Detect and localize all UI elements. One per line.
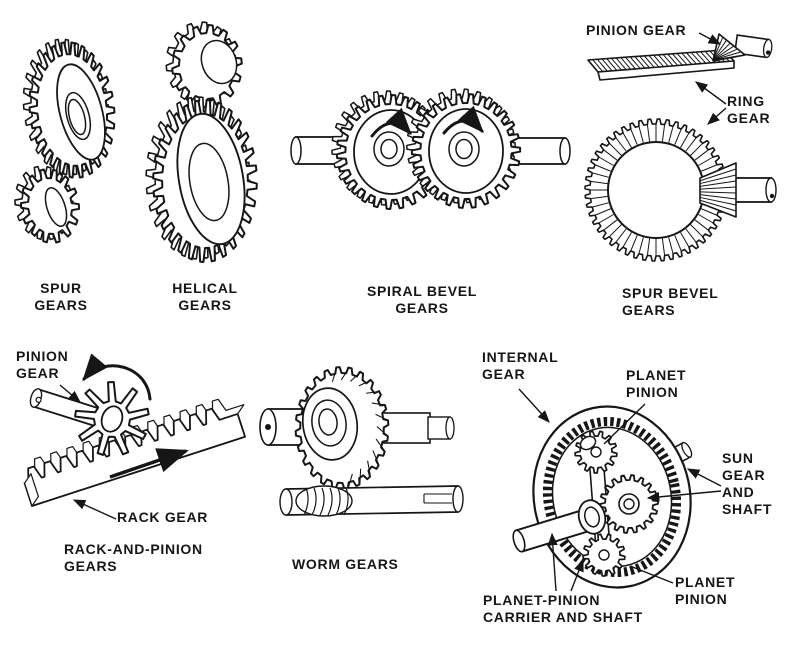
label-pinion-gear-rack: PINION GEAR [16, 348, 69, 381]
caption-spiral-bevel-gears: SPIRAL BEVEL GEARS [366, 283, 478, 316]
caption-spur-bevel-gears: SPUR BEVEL GEARS [622, 285, 719, 318]
label-planet-pinion-bottom: PLANET PINION [675, 574, 736, 607]
label-pinion-gear-bevel: PINION GEAR [586, 22, 687, 38]
label-rack-gear: RACK GEAR [117, 509, 209, 525]
label-internal-gear: INTERNAL GEAR [482, 349, 559, 382]
caption-worm-gears: WORM GEARS [292, 556, 399, 572]
planetary-gears-illustration [512, 405, 693, 589]
label-planet-pinion-carrier: PLANET-PINION CARRIER AND SHAFT [483, 592, 643, 625]
spur-gears-illustration [10, 35, 121, 247]
helical-gears-illustration [146, 22, 257, 262]
label-sun-gear-and-shaft: SUN GEAR AND SHAFT [722, 450, 773, 517]
worm-gears-illustration [259, 367, 464, 517]
rack-and-pinion-illustration [23, 353, 246, 507]
label-planet-pinion-top: PLANET PINION [626, 367, 687, 400]
caption-helical-gears: HELICAL GEARS [172, 280, 238, 313]
leader-lines [59, 32, 727, 592]
spiral-bevel-gears-illustration [290, 89, 571, 209]
caption-spur-gears: SPUR GEARS [34, 280, 88, 313]
spur-bevel-gears-illustration [585, 33, 777, 261]
caption-rack-and-pinion-gears: RACK-AND-PINION GEARS [64, 541, 203, 574]
label-ring-gear: RING GEAR [727, 93, 771, 126]
